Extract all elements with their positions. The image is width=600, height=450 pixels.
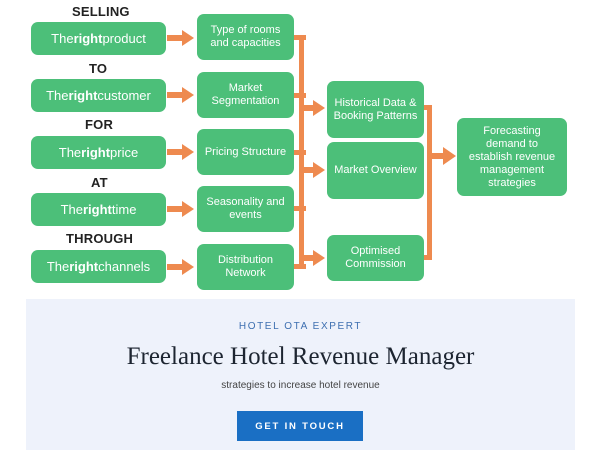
connector-at: AT [91,175,108,190]
middle-box-rooms: Type of rooms and capacities [197,14,294,60]
arrow-head [313,162,325,178]
left-box-channels: The right channels [31,250,166,283]
left-box-prefix: The [51,31,74,46]
result-box-forecasting: Forecasting demand to establish revenue … [457,118,567,196]
analysis-box-optimised-commission: Optimised Commission [327,235,424,281]
vertical-bar-2 [427,105,432,260]
left-box-prefix: The [60,202,83,217]
left-box-suffix: channels [98,259,151,274]
arrow-shaft [304,255,314,261]
left-box-suffix: customer [97,88,151,103]
arrow-head [443,147,456,165]
vertical-bar-1 [299,35,304,269]
revenue-flow-diagram: SELLING TO FOR AT THROUGH The right prod… [31,4,567,290]
arrow-shaft [304,167,314,173]
arrow-head [313,250,325,266]
arrow-head [313,100,325,116]
banner-eyebrow: HOTEL OTA EXPERT [238,321,363,332]
left-box-suffix: time [111,202,137,217]
middle-box-distribution: Distribution Network [197,244,294,290]
connector-to: TO [89,61,108,76]
hero-banner: HOTEL OTA EXPERT Freelance Hotel Revenue… [26,299,575,450]
left-box-emphasis: right [73,31,103,46]
get-in-touch-button[interactable]: GET IN TOUCH [237,411,363,441]
left-box-customer: The right customer [31,79,166,112]
arrow-shaft [304,105,314,111]
connector-selling: SELLING [72,4,130,19]
left-box-emphasis: right [82,202,112,217]
arrow-shaft [167,206,183,212]
left-box-product: The right product [31,22,166,55]
middle-box-market-segmentation: Market Segmentation [197,72,294,118]
left-box-time: The right time [31,193,166,226]
left-box-emphasis: right [68,88,98,103]
arrow-head [182,144,194,160]
banner-subtitle: strategies to increase hotel revenue [221,380,380,391]
arrow-head [182,30,194,46]
arrow-head [182,87,194,103]
banner-title: Freelance Hotel Revenue Manager [126,343,475,370]
arrow-shaft [167,92,183,98]
middle-box-pricing-structure: Pricing Structure [197,129,294,175]
analysis-box-market-overview: Market Overview [327,142,424,199]
left-box-prefix: The [46,259,70,274]
arrow-shaft [167,149,183,155]
left-box-suffix: price [110,145,139,160]
arrow-head [182,259,194,275]
arrow-head [182,201,194,217]
arrow-shaft [432,153,444,159]
arrows-layer [167,30,456,275]
connector-for: FOR [85,117,114,132]
left-box-emphasis: right [69,259,99,274]
left-box-prefix: The [46,88,69,103]
left-box-suffix: product [102,31,146,46]
arrow-shaft [167,264,183,270]
analysis-box-historical-data: Historical Data & Booking Patterns [327,81,424,138]
connector-through: THROUGH [66,231,134,246]
middle-box-seasonality: Seasonality and events [197,186,294,232]
left-box-price: The right price [31,136,166,169]
left-box-prefix: The [58,145,82,160]
left-box-emphasis: right [81,145,111,160]
arrow-shaft [167,35,183,41]
